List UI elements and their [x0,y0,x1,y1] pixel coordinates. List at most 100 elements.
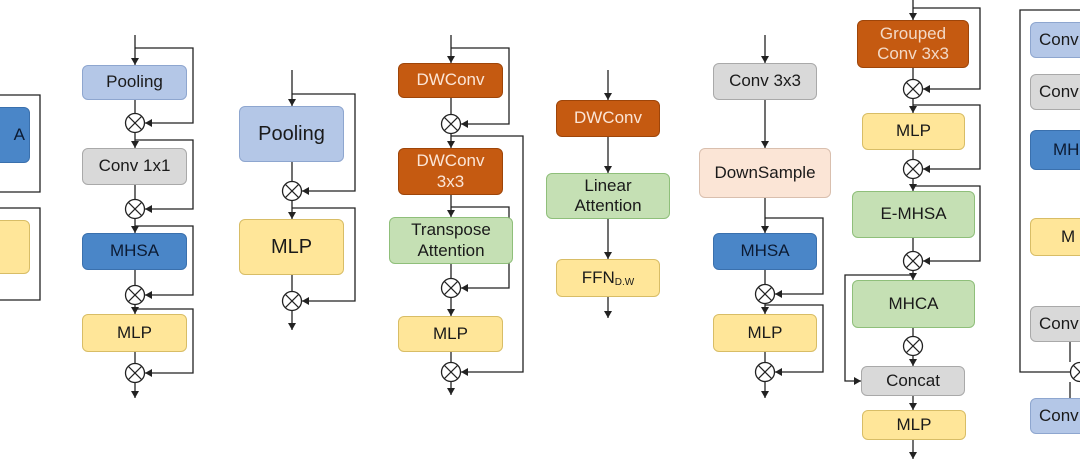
block-label: Concat [886,370,940,390]
arrow-down-icon [909,452,917,459]
arrow-left-icon [145,369,152,377]
block-label: DWConv [573,108,642,128]
multiply-operator-icon [281,290,303,312]
block-label: MLP [896,414,932,434]
conv-block: Conv [1030,398,1080,434]
ffn-dw-block: FFND.W [556,259,660,297]
arrow-down-icon [131,141,139,148]
arrow-down-icon [447,141,455,148]
block-label: Conv [1039,405,1079,425]
mlp-block: MLP [82,314,187,352]
block-label: Pooling [106,72,163,92]
arrow-down-icon [288,212,296,219]
block-label: MHSA [740,241,790,261]
multiply-operator-icon [124,284,146,306]
arrow-down-icon [131,307,139,314]
arrow-right-icon [854,377,861,385]
mlp-block: MLP [862,113,965,150]
block-label: M [1061,226,1076,246]
arrow-left-icon [923,257,930,265]
column-a-mlp-block [0,220,30,274]
mlp-block: MLP [862,410,966,440]
arrow-down-icon [447,210,455,217]
multiply-operator-icon [440,361,462,383]
multiply-operator-icon [902,158,924,180]
downsample-block: DownSample [699,148,831,198]
arrow-left-icon [775,290,782,298]
multiply-operator-icon [124,112,146,134]
multiply-operator-icon [1069,361,1080,383]
arrow-down-icon [761,391,769,398]
block-label: Conv [1039,29,1079,49]
arrow-down-icon [909,106,917,113]
grouped-conv-3x3-block: Grouped Conv 3x3 [857,20,969,68]
column-a-attention-block: A [0,107,30,163]
block-label: Conv 1x1 [98,156,171,176]
multiply-operator-icon [124,198,146,220]
multiply-operator-icon [124,362,146,384]
dwconv-block: DWConv [556,100,660,137]
block-label: DownSample [714,162,816,182]
block-label: Grouped Conv 3x3 [877,23,949,63]
arrow-down-icon [761,56,769,63]
arrow-left-icon [775,368,782,376]
arrow-left-icon [461,284,468,292]
arrow-down-icon [909,273,917,280]
arrow-down-icon [604,93,612,100]
mhca-block: MHCA [852,280,975,328]
arrow-down-icon [761,226,769,233]
multiply-operator-icon [440,113,462,135]
block-label: Pooling [258,123,325,145]
arrow-down-icon [604,311,612,318]
arrow-left-icon [923,165,930,173]
arrow-down-icon [761,141,769,148]
block-label: MHCA [888,293,939,313]
block-label: MH [1053,139,1080,159]
arrow-down-icon [604,252,612,259]
arrow-down-icon [909,13,917,20]
arrow-down-icon [131,391,139,398]
arrow-down-icon [288,99,296,106]
mlp-block: MLP [239,219,344,275]
mhsa-block: MH [1030,130,1080,170]
conv-3x3-block: Conv 3x3 [713,63,817,100]
arrow-left-icon [923,85,930,93]
arrow-down-icon [909,359,917,366]
arrow-left-icon [461,368,468,376]
block-label: DWConv 3x3 [416,151,485,191]
multiply-operator-icon [902,78,924,100]
dwconv-3x3-block: DWConv 3x3 [398,148,503,195]
multiply-operator-icon [754,361,776,383]
conv-1x1-block: Conv 1x1 [82,148,187,185]
pooling-block: Pooling [82,65,187,100]
arrow-down-icon [131,58,139,65]
mhsa-block: MHSA [713,233,817,270]
linear-attention-block: Linear Attention [546,173,670,219]
arrow-left-icon [145,119,152,127]
multiply-operator-icon [754,283,776,305]
arrow-down-icon [909,184,917,191]
arrow-left-icon [461,120,468,128]
arrow-down-icon [288,323,296,330]
arrow-down-icon [447,388,455,395]
arrow-left-icon [145,291,152,299]
block-label: FFN [581,267,615,287]
block-label: E-MHSA [880,204,947,224]
mlp-block: MLP [398,316,503,352]
concat-block: Concat [861,366,965,396]
block-label: Transpose Attention [411,220,491,260]
conv-block: Conv [1030,74,1080,110]
e-mhsa-block: E-MHSA [852,191,975,238]
block-label: Linear Attention [574,175,642,215]
pooling-block: Pooling [239,106,344,162]
block-label: DWConv [416,70,485,90]
arrow-left-icon [145,205,152,213]
arrow-down-icon [909,403,917,410]
block-label: MLP [433,323,468,343]
arrow-down-icon [604,166,612,173]
transpose-attention-block: Transpose Attention [389,217,513,264]
arrow-down-icon [761,307,769,314]
block-label: Conv [1039,313,1079,333]
